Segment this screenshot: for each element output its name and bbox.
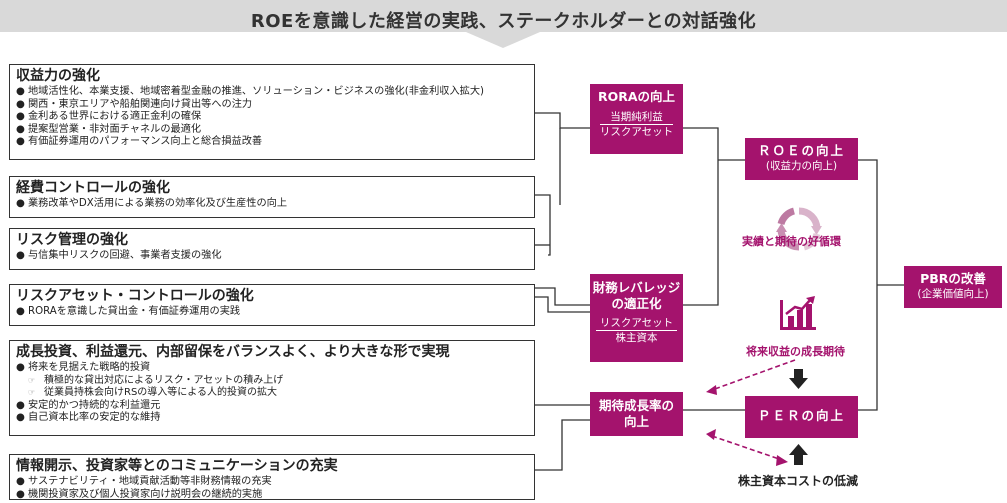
cost-of-equity-label: 株主資本コストの低減 xyxy=(738,474,859,488)
list-item: ●自己資本比率の安定的な維持 xyxy=(16,412,161,424)
list-item: ●金利ある世界における適正金利の確保 xyxy=(16,111,202,123)
list-item: ●サステナビリティ・地域貢献活動等非財務情報の充実 xyxy=(16,476,272,487)
list-item: ●RORAを意識した貸出金・有価証券運用の実践 xyxy=(16,306,241,317)
box-cost-control-title: 経費コントロールの強化 xyxy=(16,180,170,196)
roe-title: ＲＯＥの向上 xyxy=(757,143,845,158)
list-item: ●有価証券運用のパフォーマンス向上と総合損益改善 xyxy=(16,136,263,148)
list-item: ●業務改革やDX活用による業務の効率化及び生産性の向上 xyxy=(16,198,288,209)
list-item: ☞従業員持株会向けRSの導入等による人的投資の拡大 xyxy=(28,387,277,399)
box-growth-investment: 成長投資、利益還元、内部留保をバランスよく、より大きな形で実現 ●将来を見据えた… xyxy=(9,340,535,436)
box-disclosure-title: 情報開示、投資家等とのコミュニケーションの充実 xyxy=(16,458,338,474)
list-item: ●提案型営業・非対面チャネルの最適化 xyxy=(16,123,202,135)
future-earnings-label: 将来収益の成長期待 xyxy=(746,345,845,358)
list-item: ●将来を見据えた戦略的投資 xyxy=(16,362,151,373)
per-title: ＰＥＲの向上 xyxy=(757,408,845,423)
leverage-title-line2: の適正化 xyxy=(611,296,662,311)
rora-numerator: 当期純利益 xyxy=(599,110,674,125)
list-item: ●与信集中リスクの回避、事業者支援の強化 xyxy=(16,250,222,261)
box-earnings: 収益力の強化 ●地域活性化、本業支援、地域密着型金融の推進、ソリューション・ビジ… xyxy=(9,64,535,160)
growth-title-line1: 期待成長率の xyxy=(598,398,674,413)
leverage-denominator: 株主資本 xyxy=(615,332,658,344)
list-item: ☞積極的な貸出対応によるリスク・アセットの積み上げ xyxy=(28,374,284,386)
growth-chart-icon xyxy=(780,296,816,330)
leverage-box: 財務レバレッジ の適正化 リスクアセット 株主資本 xyxy=(590,274,683,362)
leverage-numerator: リスクアセット xyxy=(595,316,678,331)
box-risk-asset-control-title: リスクアセット・コントロールの強化 xyxy=(16,288,254,304)
pbr-title: PBRの改善 xyxy=(920,271,986,286)
roe-sub: (収益力の向上) xyxy=(765,160,838,172)
box-disclosure: 情報開示、投資家等とのコミュニケーションの充実 ●サステナビリティ・地域貢献活動… xyxy=(9,454,535,500)
leverage-title-line1: 財務レバレッジ xyxy=(592,280,681,295)
rora-denominator: リスクアセット xyxy=(599,126,674,138)
list-item: ●関西・東京エリアや船舶関連向け貸出等への注力 xyxy=(16,98,253,110)
banner: ROEを意識した経営の実践、ステークホルダーとの対話強化 xyxy=(0,0,1007,50)
box-risk-asset-control: リスクアセット・コントロールの強化 ●RORAを意識した貸出金・有価証券運用の実… xyxy=(9,284,535,326)
cycle-label: 実績と期待の好循環 xyxy=(742,235,841,248)
box-growth-investment-title: 成長投資、利益還元、内部留保をバランスよく、より大きな形で実現 xyxy=(16,344,450,360)
rora-fraction: 当期純利益 リスクアセット xyxy=(599,110,674,139)
list-item: ●機関投資家及び個人投資家向け説明会の継続的実施 xyxy=(16,488,263,500)
per-box: ＰＥＲの向上 xyxy=(745,396,858,438)
growth-rate-box: 期待成長率の 向上 xyxy=(590,392,683,436)
roe-box: ＲＯＥの向上 (収益力の向上) xyxy=(745,138,858,180)
box-risk-management: リスク管理の強化 ●与信集中リスクの回避、事業者支援の強化 xyxy=(9,228,535,270)
rora-box: RORAの向上 当期純利益 リスクアセット xyxy=(590,84,683,154)
rora-title: RORAの向上 xyxy=(597,89,676,104)
banner-arrow-shape xyxy=(0,0,1007,48)
box-risk-management-title: リスク管理の強化 xyxy=(16,232,128,248)
list-item: ●安定的かつ持続的な利益還元 xyxy=(16,399,161,411)
pbr-sub: (企業価値向上) xyxy=(917,288,989,300)
refresh-cycle-icon xyxy=(776,207,822,251)
list-item: ●地域活性化、本業支援、地域密着型金融の推進、ソリューション・ビジネスの強化(非… xyxy=(16,86,484,97)
box-cost-control: 経費コントロールの強化 ●業務改革やDX活用による業務の効率化及び生産性の向上 xyxy=(9,176,535,218)
pbr-box: PBRの改善 (企業価値向上) xyxy=(904,266,1002,308)
leverage-fraction: リスクアセット 株主資本 xyxy=(595,316,678,345)
growth-title-line2: 向上 xyxy=(623,414,649,429)
box-earnings-title: 収益力の強化 xyxy=(16,68,100,84)
banner-title: ROEを意識した経営の実践、ステークホルダーとの対話強化 xyxy=(250,11,757,32)
